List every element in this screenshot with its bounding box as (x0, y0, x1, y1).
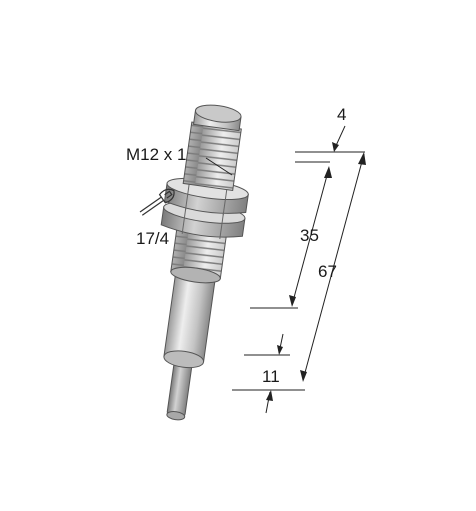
dimension-thread-length (250, 166, 332, 309)
housing-lower (163, 268, 217, 369)
sensing-face (192, 104, 242, 132)
dimension-total-length (300, 152, 366, 382)
dim-cable-length-label: 11 (262, 367, 280, 386)
dim-thread-length-label: 35 (300, 226, 319, 245)
thread-upper (182, 121, 242, 191)
cable (166, 354, 194, 421)
thread-leader-line (205, 157, 233, 176)
dim-total-length-label: 67 (318, 262, 337, 281)
dim-flange-label: 4 (337, 105, 346, 124)
dimension-flange (295, 125, 365, 163)
dimension-cable-length (232, 333, 305, 414)
wrench-icon (139, 188, 175, 216)
sensor-body (160, 104, 249, 421)
thread-size-label: M12 x 1 (126, 145, 186, 164)
wrench-size-label: 17/4 (136, 229, 169, 248)
